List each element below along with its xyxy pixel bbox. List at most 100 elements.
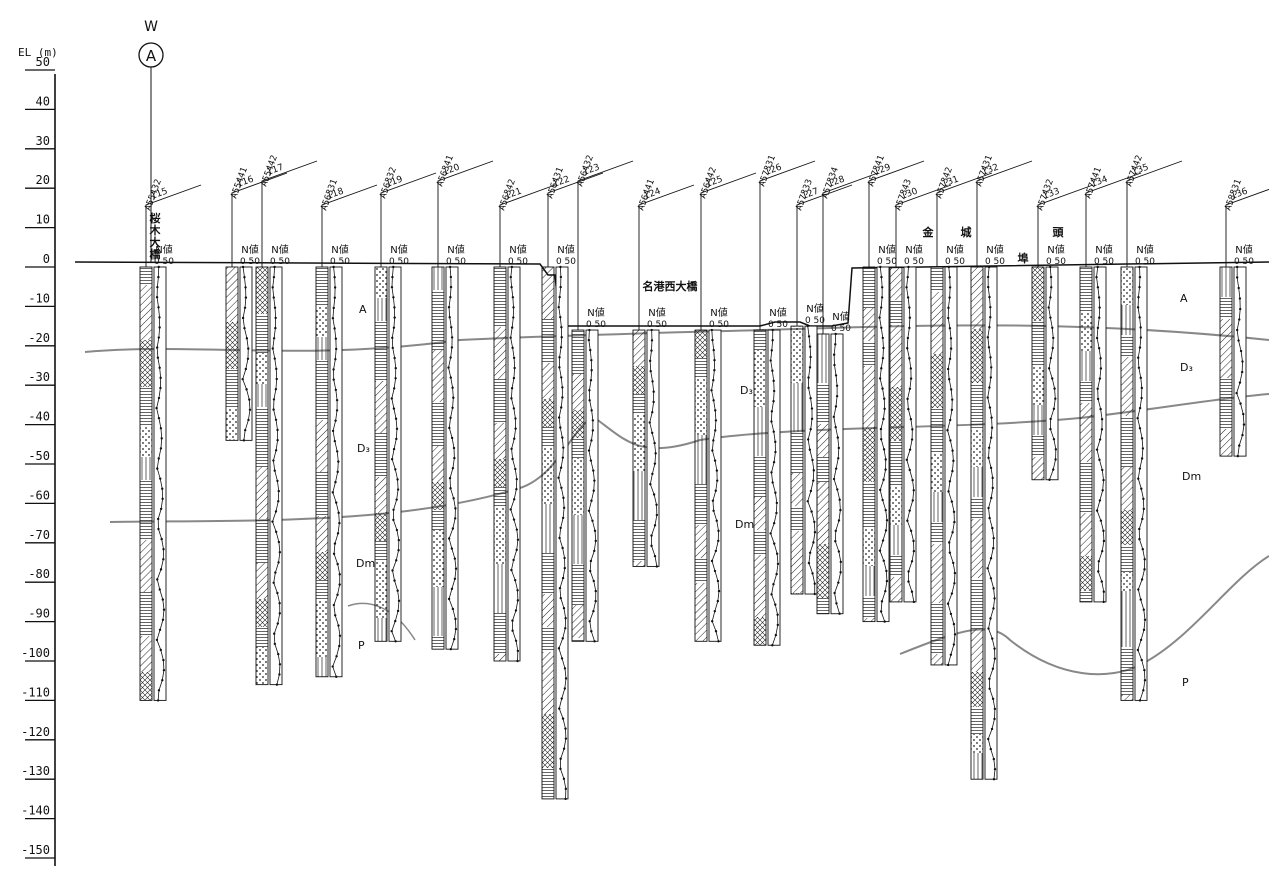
n-value-point — [392, 265, 395, 269]
n-value-point — [839, 571, 842, 574]
n-value-point — [276, 591, 279, 595]
n-value-curve — [711, 330, 720, 642]
lithology-segment — [817, 333, 829, 383]
n-value-point — [1138, 285, 1141, 289]
n-value-point — [275, 377, 278, 381]
n-value-curve — [558, 266, 567, 799]
n-value-point — [772, 461, 776, 464]
n-value-point — [881, 387, 884, 390]
n-value-point — [1098, 377, 1102, 380]
lithology-segment — [1121, 545, 1133, 572]
n-value-point — [1139, 326, 1142, 329]
n-value-point — [451, 386, 454, 389]
lithology-column — [1219, 266, 1233, 457]
n-value-point — [1053, 387, 1056, 390]
n-value-point — [908, 448, 912, 451]
n-value-point — [989, 557, 993, 560]
n-value-point — [244, 296, 248, 299]
n-value-point — [1139, 598, 1142, 601]
n-value-point — [1138, 527, 1141, 531]
lithology-segment — [316, 472, 328, 516]
n-value-point — [514, 427, 517, 430]
n-value-scale: 0 50 — [985, 257, 1005, 267]
n-value-point — [273, 632, 276, 635]
n-value-point — [561, 637, 564, 640]
lithology-segment — [863, 528, 875, 566]
borehole-leader — [1037, 184, 1094, 267]
n-value-point — [653, 462, 657, 465]
n-value-point — [771, 644, 774, 647]
lithology-segment — [572, 515, 584, 565]
n-value-point — [336, 470, 339, 474]
section-marker-label: A — [146, 47, 157, 65]
n-value-point — [1136, 416, 1139, 420]
lithology-segment — [1080, 556, 1092, 591]
n-value-scale: 0 50 — [709, 320, 729, 330]
n-value-plot — [239, 265, 253, 442]
lithology-segment — [432, 350, 444, 402]
n-value-point — [334, 419, 337, 422]
lithology-segment — [931, 408, 943, 454]
axis-tick-label: 40 — [36, 94, 50, 108]
n-value-point — [156, 517, 160, 521]
n-value-plot-frame — [903, 266, 917, 603]
lithology-segment — [971, 753, 983, 780]
n-value-point — [511, 629, 514, 632]
n-value-point — [712, 439, 715, 442]
borehole-leader — [380, 172, 437, 267]
n-value-point — [159, 568, 163, 571]
n-value-point — [161, 497, 164, 501]
n-value-point — [1095, 275, 1098, 279]
n-value-point — [879, 610, 883, 613]
n-value-scale: 0 50 — [805, 316, 825, 326]
n-value-curve — [1137, 266, 1146, 701]
n-value-point — [396, 478, 399, 481]
n-value-point — [837, 446, 841, 450]
n-value-point — [562, 607, 566, 610]
n-value-plot — [984, 265, 998, 781]
n-value-header: N値 — [557, 243, 574, 256]
n-value-point — [987, 737, 990, 741]
n-value-point — [394, 417, 398, 420]
n-value-point — [1239, 402, 1242, 405]
n-value-plot — [445, 265, 459, 651]
n-value-point — [986, 275, 990, 279]
n-value-point — [947, 316, 950, 320]
n-value-point — [243, 428, 247, 432]
n-value-point — [655, 565, 659, 568]
n-value-header: N値 — [1095, 243, 1112, 256]
n-value-point — [1142, 628, 1146, 632]
n-value-point — [278, 663, 282, 666]
n-value-point — [395, 498, 398, 501]
n-value-point — [510, 265, 514, 269]
n-value-point — [560, 486, 563, 489]
n-value-point — [511, 296, 515, 299]
n-value-point — [1049, 417, 1052, 421]
n-value-plot — [269, 265, 283, 686]
n-value-curve — [987, 266, 996, 780]
lithology-segment — [695, 435, 707, 485]
n-value-point — [513, 437, 516, 440]
n-value-point — [907, 570, 910, 573]
n-value-point — [650, 431, 654, 435]
n-value-point — [946, 429, 949, 432]
n-value-point — [987, 265, 991, 269]
n-value-point — [882, 559, 885, 563]
n-value-point — [713, 369, 716, 372]
lithology-segment — [1080, 462, 1092, 513]
n-value-point — [1137, 296, 1140, 299]
n-value-point — [948, 276, 951, 279]
n-value-point — [990, 426, 994, 429]
lithology-segment — [1032, 267, 1044, 321]
n-value-point — [559, 767, 562, 770]
lithology-segment — [375, 477, 387, 513]
n-value-point — [1238, 318, 1241, 321]
n-value-point — [836, 488, 839, 491]
n-value-point — [812, 479, 815, 482]
n-value-point — [559, 757, 562, 760]
lithology-column — [889, 266, 903, 603]
n-value-point — [772, 379, 775, 383]
n-value-point — [510, 568, 513, 572]
n-value-point — [274, 510, 278, 513]
